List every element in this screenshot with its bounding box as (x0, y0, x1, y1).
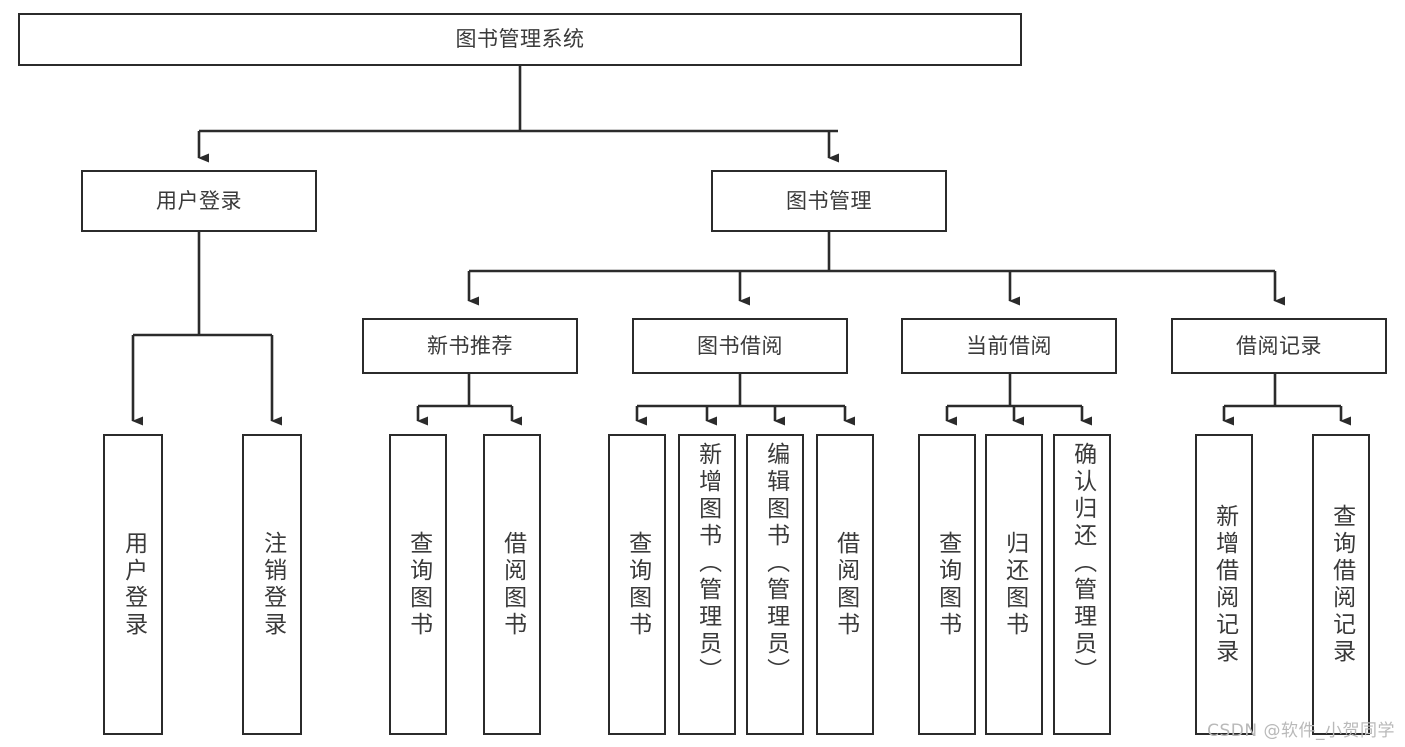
node-root[interactable]: 图书管理系统 (18, 13, 1022, 66)
leaf-user-login[interactable]: 用户登录 (103, 434, 163, 735)
node-new-book-recommend[interactable]: 新书推荐 (362, 318, 578, 374)
leaf-newbook-borrow[interactable]: 借阅图书 (483, 434, 541, 735)
node-book-management[interactable]: 图书管理 (711, 170, 947, 232)
leaf-current-query-label: 查询图书 (934, 530, 961, 639)
leaf-records-query[interactable]: 查询借阅记录 (1312, 434, 1370, 735)
leaf-newbook-borrow-label: 借阅图书 (499, 530, 526, 639)
node-root-label: 图书管理系统 (455, 27, 585, 52)
node-book-borrow-label: 图书借阅 (697, 333, 783, 358)
node-current-borrow[interactable]: 当前借阅 (901, 318, 1117, 374)
node-book-borrow[interactable]: 图书借阅 (632, 318, 848, 374)
leaf-borrow-query-label: 查询图书 (624, 530, 651, 639)
leaf-borrow-add[interactable]: 新增图书（管理员） (678, 434, 736, 735)
leaf-borrow-lend[interactable]: 借阅图书 (816, 434, 874, 735)
leaf-current-confirm[interactable]: 确认归还（管理员） (1053, 434, 1111, 735)
leaf-borrow-edit-label: 编辑图书（管理员） (762, 442, 789, 685)
leaf-borrow-edit[interactable]: 编辑图书（管理员） (746, 434, 804, 735)
leaf-newbook-query[interactable]: 查询图书 (389, 434, 447, 735)
leaf-current-confirm-label: 确认归还（管理员） (1069, 442, 1096, 685)
node-borrow-records-label: 借阅记录 (1236, 333, 1322, 358)
leaf-borrow-lend-label: 借阅图书 (832, 530, 859, 639)
leaf-records-add[interactable]: 新增借阅记录 (1195, 434, 1253, 735)
leaf-user-logout-label: 注销登录 (259, 530, 286, 639)
leaf-borrow-add-label: 新增图书（管理员） (694, 442, 721, 685)
leaf-newbook-query-label: 查询图书 (405, 530, 432, 639)
leaf-current-return[interactable]: 归还图书 (985, 434, 1043, 735)
node-new-book-recommend-label: 新书推荐 (427, 333, 513, 358)
node-current-borrow-label: 当前借阅 (966, 333, 1052, 358)
leaf-records-query-label: 查询借阅记录 (1328, 503, 1355, 666)
leaf-records-add-label: 新增借阅记录 (1211, 503, 1238, 666)
leaf-current-query[interactable]: 查询图书 (918, 434, 976, 735)
leaf-borrow-query[interactable]: 查询图书 (608, 434, 666, 735)
leaf-user-logout[interactable]: 注销登录 (242, 434, 302, 735)
node-user-login[interactable]: 用户登录 (81, 170, 317, 232)
csdn-watermark: CSDN @软件_小贺同学 (1207, 721, 1395, 741)
node-book-management-label: 图书管理 (786, 188, 872, 213)
node-borrow-records[interactable]: 借阅记录 (1171, 318, 1387, 374)
leaf-user-login-label: 用户登录 (120, 530, 147, 639)
leaf-current-return-label: 归还图书 (1001, 530, 1028, 639)
node-user-login-label: 用户登录 (156, 188, 242, 213)
